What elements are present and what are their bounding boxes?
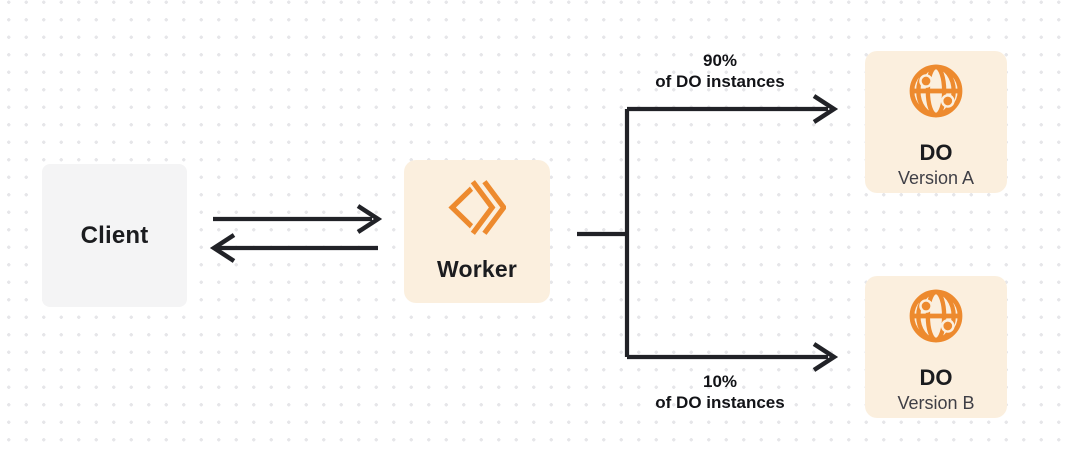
- do-version-b-node: DO Version B: [865, 276, 1007, 418]
- branch-b-percentage-caption: of DO instances: [655, 393, 785, 412]
- arrow-branch-to-version-a: [627, 94, 839, 124]
- branch-b-percentage-label: 10% of DO instances: [625, 371, 815, 413]
- worker-node: Worker: [404, 160, 550, 303]
- worker-label: Worker: [436, 256, 518, 282]
- arrow-branch-to-version-b: [627, 342, 839, 372]
- arrow-client-to-worker: [213, 204, 383, 234]
- do-version-a-title: DO: [919, 140, 953, 165]
- do-version-a-node: DO Version A: [865, 51, 1007, 193]
- branch-trunk-line: [577, 109, 630, 357]
- branch-a-percentage-caption: of DO instances: [655, 72, 785, 91]
- client-node: Client: [42, 164, 187, 307]
- do-version-a-subtitle: Version A: [897, 168, 975, 188]
- branch-a-percentage-label: 90% of DO instances: [625, 50, 815, 92]
- do-version-b-subtitle: Version B: [897, 393, 975, 413]
- branch-b-percentage: 10%: [702, 372, 738, 391]
- durable-object-globe-icon: [907, 62, 965, 120]
- arrow-worker-to-client: [209, 233, 378, 263]
- durable-object-globe-icon: [907, 287, 965, 345]
- do-version-b-title: DO: [919, 365, 953, 390]
- branch-a-percentage: 90%: [702, 51, 738, 70]
- client-label: Client: [80, 221, 149, 249]
- cloudflare-workers-logo-icon: [448, 178, 511, 237]
